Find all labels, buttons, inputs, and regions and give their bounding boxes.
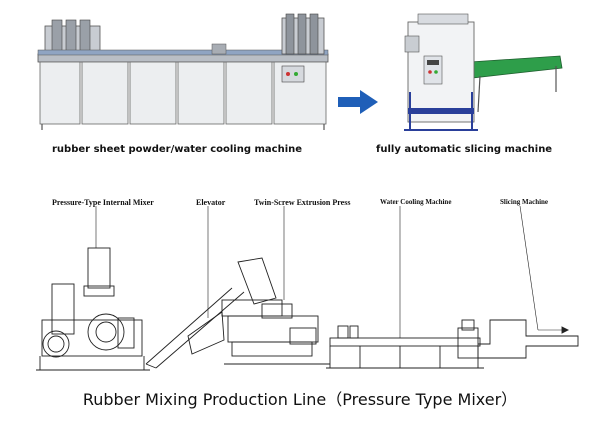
diagram-title: Rubber Mixing Production Line（Pressure T… xyxy=(82,390,518,409)
internal-mixer-drawing xyxy=(36,206,150,371)
arrow-icon xyxy=(338,90,378,114)
label-internal-mixer: Pressure-Type Internal Mixer xyxy=(52,198,154,207)
water-cooling-machine-photo xyxy=(37,13,329,130)
label-water-cooling-machine: Water Cooling Machine xyxy=(380,198,452,206)
caption-water-cooling-machine: rubber sheet powder/water cooling machin… xyxy=(52,144,303,155)
elevator-drawing xyxy=(145,206,245,369)
cooling-machine-drawing xyxy=(326,206,484,369)
caption-slicing-machine: fully automatic slicing machine xyxy=(376,144,553,155)
extruder-drawing xyxy=(221,206,330,365)
slicing-machine-drawing xyxy=(457,205,579,359)
label-slicing-machine: Slicing Machine xyxy=(500,198,549,206)
label-extrusion-press: Twin-Screw Extrusion Press xyxy=(254,198,351,207)
production-line-drawing xyxy=(36,205,579,371)
slicing-machine-photo xyxy=(404,13,563,131)
label-elevator: Elevator xyxy=(196,198,226,207)
